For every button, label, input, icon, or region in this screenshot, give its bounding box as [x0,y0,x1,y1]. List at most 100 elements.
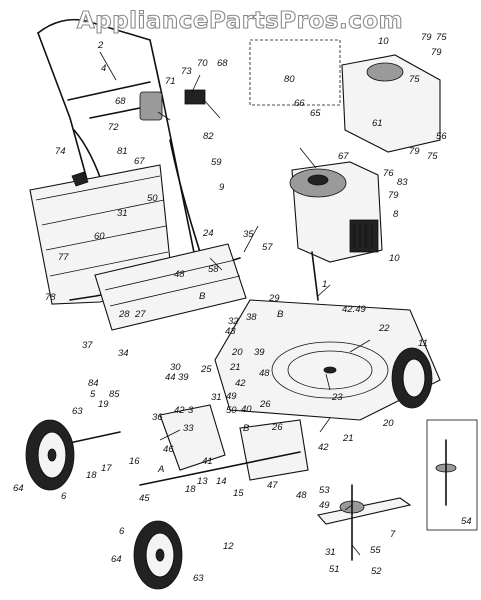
part-label: 18 [86,470,97,481]
part-label: 27 [134,309,146,320]
part-label: 13 [197,476,208,487]
part-label: 54 [461,516,472,527]
part-label: 79 [431,47,442,58]
part-label: 6 [61,491,67,502]
bag-latch [71,171,89,187]
part-label: 50 [147,193,158,204]
part-label: 79 [388,190,399,201]
part-label: 64 [111,554,122,565]
spindle-hole [323,366,337,374]
part-label: 70 [197,58,208,69]
part-label: 21 [229,362,241,373]
part-label: 26 [271,422,283,433]
part-label: 7 [390,529,396,540]
muffler [349,219,379,253]
part-label: 24 [202,228,214,239]
part-label: 8 [393,209,399,220]
part-label: 42 [235,378,246,389]
part-label: 3 [188,405,194,416]
part-label: 82 [203,131,214,142]
part-label: 38 [246,312,257,323]
part-label: 44 [165,372,176,383]
rear-wheel-upper [25,419,75,491]
part-label: 67 [338,151,349,162]
watermark-text: AppliancePartsPros.com [77,8,403,34]
part-label: 26 [259,399,271,410]
part-label: B [243,423,250,434]
front-axle [139,451,301,486]
part-label: 28 [118,309,130,320]
part-label: 84 [88,378,99,389]
part-label: 83 [397,177,408,188]
part-label: 48 [174,269,185,280]
part-label: 4 [101,63,106,74]
part-label: 12 [223,541,234,552]
inset-engine [341,54,441,153]
part-label: 67 [134,156,145,167]
inset-fuel-cap [366,62,404,82]
part-label: 20 [231,347,243,358]
part-label: 75 [409,74,420,85]
part-label: 41 [202,456,213,467]
part-label: 9 [219,182,225,193]
part-label: 71 [165,76,176,87]
part-label: 29 [268,293,280,304]
upper-handle-bar [37,18,151,41]
muffler-fins [353,224,373,248]
part-label: 11 [418,338,428,349]
part-label: 25 [200,364,212,375]
rear-height-adjuster [159,404,226,471]
part-label: 64 [13,483,24,494]
part-label: 66 [294,98,305,109]
crankshaft [311,251,319,301]
leader-lines [99,49,371,556]
part-label: 80 [284,74,295,85]
part-label: 34 [118,348,129,359]
part-label: 55 [370,545,381,556]
part-label: 60 [94,231,105,242]
part-label: B [199,291,206,302]
part-label: 1 [322,279,327,290]
part-label: 39 [254,347,265,358]
part-label: 16 [129,456,140,467]
starter-hub [307,174,329,186]
part-label: 78 [45,292,56,303]
part-label: 21 [342,433,354,444]
part-label: 63 [193,573,204,584]
cutting-blade [316,497,412,525]
part-label: B [277,309,284,320]
control-bail [67,81,151,101]
part-label: 33 [183,423,194,434]
part-label: 65 [310,108,321,119]
part-label: 37 [82,340,93,351]
part-label: 32 [228,316,239,327]
part-label: 45 [139,493,150,504]
part-label: 52 [371,566,382,577]
part-label: 68 [115,96,126,107]
lawn-mower-artwork [25,18,478,590]
part-label: 68 [217,58,228,69]
front-wheel-lower [133,520,183,590]
inset-bracket-box [249,39,341,106]
part-label: 81 [117,146,128,157]
part-label: 10 [389,253,400,264]
part-label: 5 [90,389,96,400]
throttle-control [139,91,163,121]
part-label: 17 [101,463,112,474]
part-label: 50 [226,405,237,416]
part-label: 58 [208,264,219,275]
part-label: 15 [233,488,244,499]
part-label: 42 [318,442,329,453]
part-label: 48 [296,490,307,501]
part-label: 74 [55,146,66,157]
part-label: 61 [372,118,383,129]
part-label: 51 [329,564,340,575]
part-label: 14 [216,476,227,487]
part-label: 85 [109,389,120,400]
part-label: 23 [331,392,343,403]
part-label: 30 [170,362,181,373]
part-label: 48 [259,368,270,379]
part-label: 35 [243,229,254,240]
